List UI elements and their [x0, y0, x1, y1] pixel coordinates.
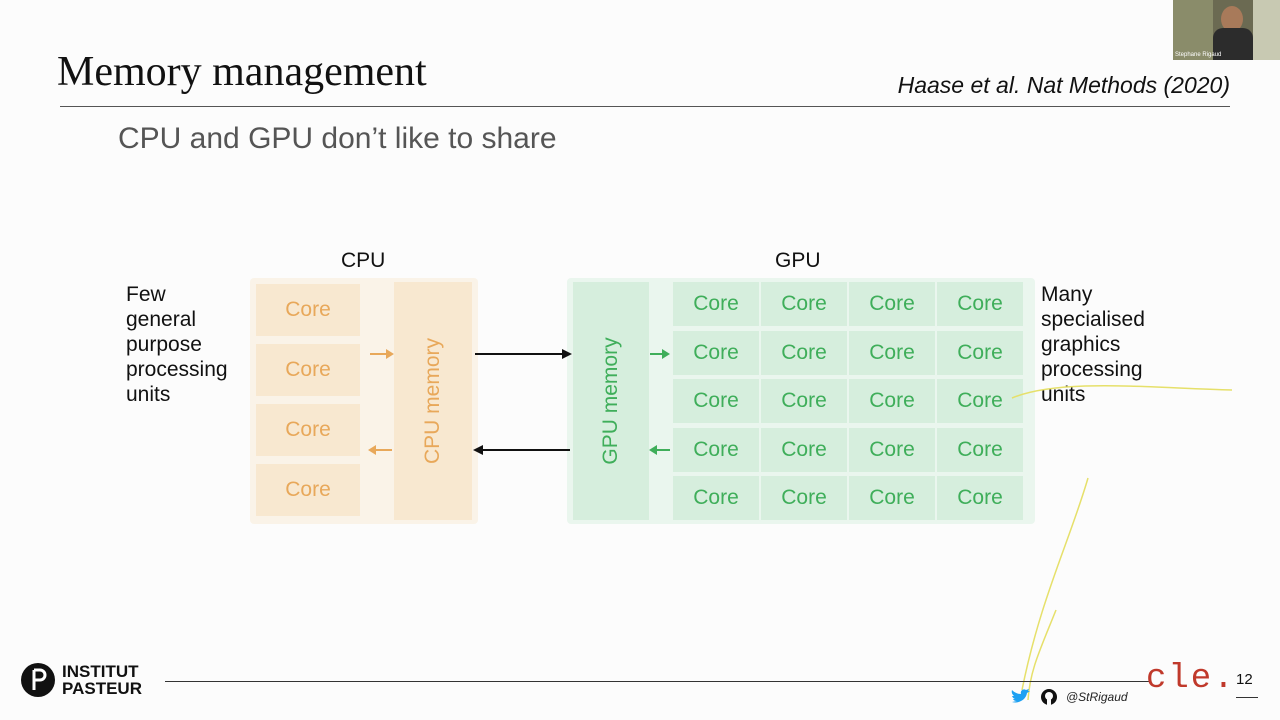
gpu-core: Core [761, 379, 847, 423]
gpu-core: Core [761, 428, 847, 472]
slide-subtitle: CPU and GPU don’t like to share [118, 122, 557, 155]
slide-title: Memory management [57, 49, 427, 95]
gpu-core: Core [937, 476, 1023, 520]
twitter-handle[interactable]: @StRigaud [1066, 690, 1128, 704]
gpu-out-arrow-icon [649, 445, 670, 455]
gpu-core: Core [673, 379, 759, 423]
cpu-in-arrow-icon [370, 349, 394, 359]
gpu-core: Core [761, 476, 847, 520]
cpu-desc-line: Few [126, 283, 166, 306]
to-gpu-arrow-icon [475, 349, 572, 359]
footer-divider [165, 681, 1150, 682]
cpu-desc-line: processing [126, 358, 228, 381]
pasteur-emblem-icon [21, 663, 55, 697]
cpu-core: Core [256, 344, 360, 396]
cpu-description: Few general purpose processing units [126, 282, 228, 407]
gpu-core: Core [937, 379, 1023, 423]
gpu-memory: GPU memory [573, 282, 649, 520]
cpu-heading: CPU [341, 249, 386, 272]
arrows [368, 349, 670, 455]
gpu-desc-line: Many [1041, 283, 1093, 306]
cpu-out-arrow-icon [368, 445, 392, 455]
brand-text: cle. [1146, 660, 1236, 698]
cpu-desc-line: purpose [126, 333, 202, 356]
institut-pasteur-logo: INSTITUT PASTEUR [20, 662, 142, 698]
gpu-core: Core [849, 379, 935, 423]
gpu-core: Core [849, 428, 935, 472]
citation: Haase et al. Nat Methods (2020) [897, 72, 1230, 98]
gpu-core: Core [673, 282, 759, 326]
cpu-core: Core [256, 464, 360, 516]
logo-line: INSTITUT [62, 662, 139, 681]
gpu-core: Core [673, 428, 759, 472]
gpu-core: Core [673, 476, 759, 520]
gpu-desc-line: processing [1041, 358, 1143, 381]
title-divider [60, 106, 1230, 107]
gpu-core: Core [849, 282, 935, 326]
gpu-core: Core [761, 331, 847, 375]
gpu-core: Core [937, 428, 1023, 472]
cpu-memory: CPU memory [394, 282, 472, 520]
webcam-video: Stephane Rigaud [1173, 0, 1280, 60]
logo-line: PASTEUR [62, 679, 142, 698]
cpu-block: Core Core Core Core CPU memory [250, 278, 478, 524]
cpu-core: Core [256, 284, 360, 336]
gpu-description: Many specialised graphics processing uni… [1041, 282, 1145, 407]
twitter-icon[interactable] [1010, 688, 1032, 706]
github-icon[interactable] [1040, 688, 1058, 706]
page-number: 12 [1236, 671, 1253, 688]
gpu-core: Core [849, 476, 935, 520]
gpu-heading: GPU [775, 249, 821, 272]
cpu-core: Core [256, 404, 360, 456]
clesperanto-brand: cle. [1146, 660, 1236, 698]
gpu-desc-line: specialised [1041, 308, 1145, 331]
gpu-core: Core [849, 331, 935, 375]
gpu-core: Core [937, 282, 1023, 326]
gpu-desc-line: graphics [1041, 333, 1121, 356]
gpu-core: Core [937, 331, 1023, 375]
gpu-core: Core [761, 282, 847, 326]
page-number-underline [1236, 697, 1258, 698]
cpu-desc-line: units [126, 383, 171, 406]
social-links: @StRigaud [1010, 688, 1128, 706]
cpu-desc-line: general [126, 308, 197, 331]
gpu-in-arrow-icon [650, 349, 670, 359]
to-cpu-arrow-icon [473, 445, 570, 455]
gpu-core: Core [673, 331, 759, 375]
webcam-name-label: Stephane Rigaud [1175, 52, 1222, 58]
